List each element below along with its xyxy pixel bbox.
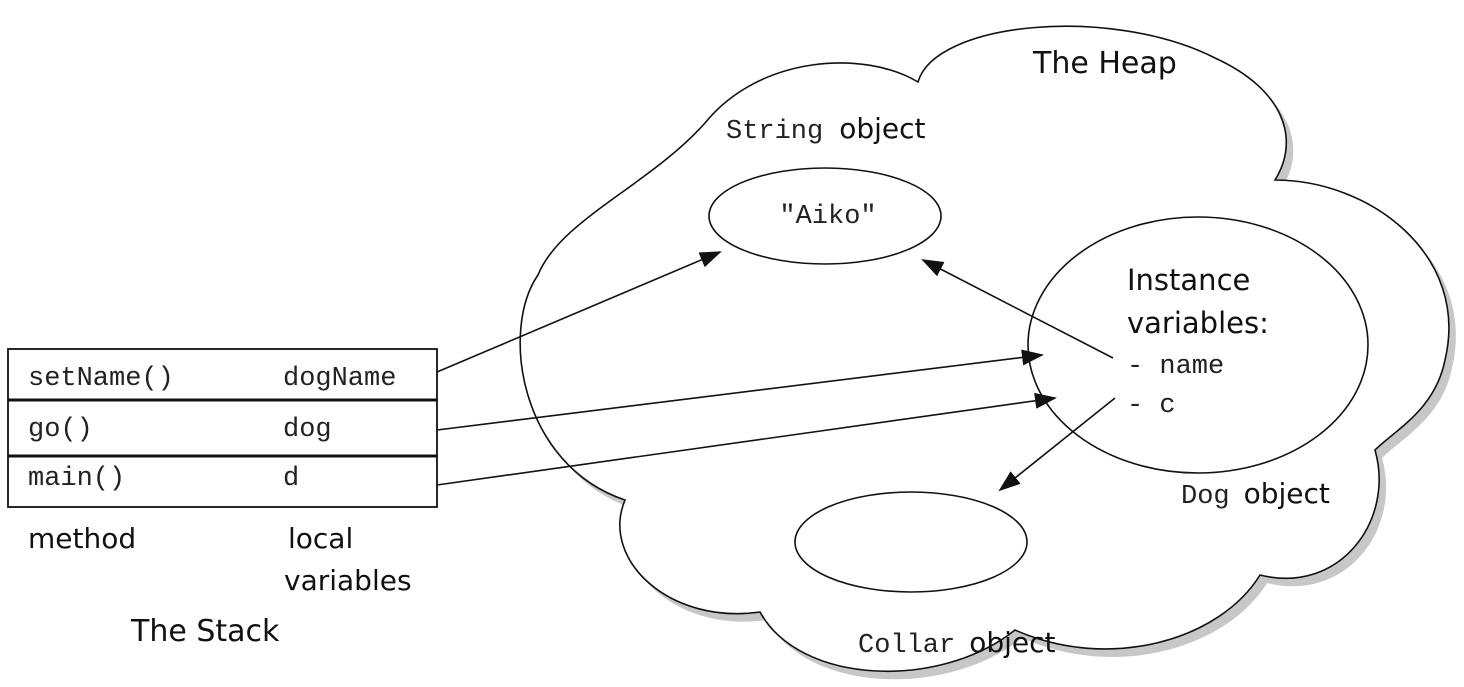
dog-instance-heading-line2: variables: [1127, 306, 1269, 340]
stack-column-local-label-line1: local [288, 522, 353, 555]
arrow-dog-to-dog-object [436, 349, 1044, 431]
stack-title: The Stack [130, 614, 280, 649]
stack-frame-local: dog [283, 415, 332, 445]
arrow-d-to-dog-object [436, 392, 1057, 486]
collar-object-caption: Collar object [858, 626, 1056, 661]
stack-frame-method: setName() [28, 364, 174, 394]
string-object-ellipse [708, 167, 942, 265]
dog-field-c: - c [1127, 391, 1176, 421]
string-object-caption: String object [726, 112, 926, 147]
stack-column-local-label-line2: variables [284, 564, 412, 597]
arrow-dogname-to-string [436, 251, 722, 373]
stack-frames: setName() dogName go() dog main() d [7, 348, 438, 508]
stack-frame-method: go() [28, 415, 93, 445]
reference-arrows [436, 251, 1116, 492]
arrow-c-field-to-collar [998, 397, 1116, 492]
string-type-name: String [726, 117, 823, 147]
stack-frame-box [7, 348, 438, 508]
stack-frame-local: dogName [283, 364, 396, 394]
string-object-word: object [839, 112, 925, 145]
dog-type-name: Dog [1181, 482, 1230, 512]
dog-field-name: - name [1127, 352, 1224, 382]
collar-type-name: Collar [858, 631, 955, 661]
dog-object-caption: Dog object [1181, 477, 1330, 512]
collar-object-ellipse [794, 491, 1028, 593]
collar-object-word: object [969, 626, 1055, 659]
heap-title: The Heap [1032, 46, 1177, 81]
dog-instance-heading-line1: Instance [1127, 263, 1250, 297]
dog-object-word: object [1244, 477, 1330, 510]
stack-column-method-label: method [28, 522, 136, 555]
stack-frame-local: d [283, 464, 299, 494]
string-object-value: "Aiko" [779, 202, 876, 232]
arrow-name-field-to-string [921, 259, 1114, 359]
dog-object-ellipse [1027, 216, 1369, 474]
stack-frame-method: main() [28, 464, 125, 494]
